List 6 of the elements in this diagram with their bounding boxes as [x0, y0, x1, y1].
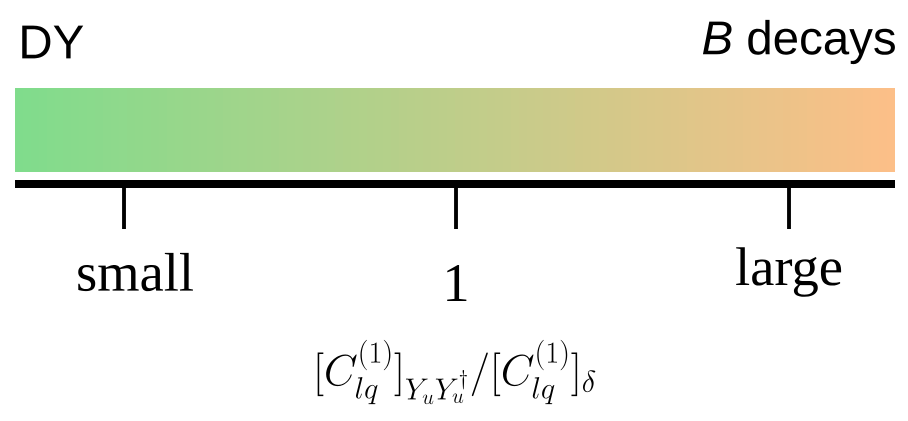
axis-formula: $[C^{(1)}_{lq}]_{Y_uY_u^\dagger}/[C^{(1)}_{lq}]_{\delta}$: [318, 340, 596, 404]
heading-label: B decays: [702, 20, 895, 64]
heading-label: DY: [22, 26, 84, 58]
tick-label: large: [736, 247, 842, 297]
tick-label: small: [78, 252, 193, 292]
tick-label: 1: [447, 265, 466, 301]
